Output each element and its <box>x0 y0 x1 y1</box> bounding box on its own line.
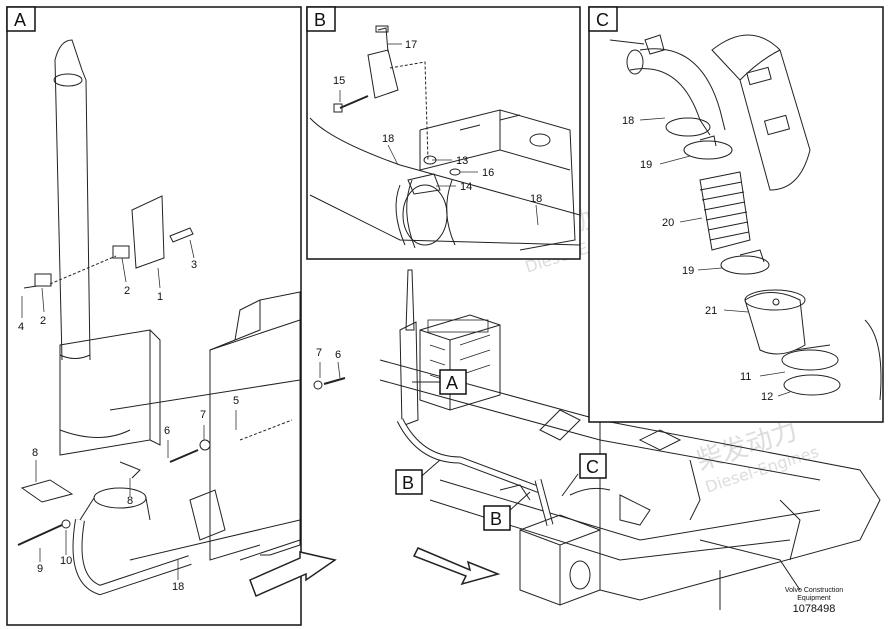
callout-b-upper: B <box>395 459 441 495</box>
callout-b-upper-label: B <box>402 473 414 493</box>
part-label-6: 6 <box>335 349 341 361</box>
panel-c-drawing <box>609 34 882 401</box>
panel-c: C <box>588 6 884 423</box>
part-label-2: 2 <box>40 315 46 327</box>
direction-arrow-overview <box>412 547 501 586</box>
part-label-7: 7 <box>316 347 322 359</box>
part-label-19: 19 <box>682 265 694 277</box>
part-label-1: 1 <box>157 291 163 303</box>
callout-b-lower: B <box>483 491 531 531</box>
part-label-8: 8 <box>127 495 133 507</box>
panel-a-tag: A <box>14 10 26 30</box>
part-label-19: 19 <box>640 159 652 171</box>
part-label-3: 3 <box>191 259 197 271</box>
panel-a-leaders <box>21 239 341 580</box>
callout-a-label: A <box>446 373 458 393</box>
part-label-2: 2 <box>124 285 130 297</box>
panel-b-tag: B <box>314 10 326 30</box>
panel-b: B <box>306 6 581 260</box>
part-label-14: 14 <box>460 181 472 193</box>
drawing-number: 1078498 <box>793 603 836 615</box>
direction-arrow-panel-a <box>249 551 337 598</box>
part-label-16: 16 <box>482 167 494 179</box>
part-label-15: 15 <box>333 75 345 87</box>
part-label-5: 5 <box>233 395 239 407</box>
part-label-18: 18 <box>530 193 542 205</box>
footer: Volvo Construction Equipment 1078498 <box>785 587 843 615</box>
footer-company-line2: Equipment <box>797 595 831 602</box>
watermark-5: 柴发动力 Diesel-Engines <box>693 416 821 497</box>
panel-a: A <box>6 6 346 626</box>
panel-b-drawing <box>309 25 581 251</box>
panel-c-tag: C <box>596 10 609 30</box>
machine-overview <box>379 269 881 610</box>
panel-a-drawing <box>17 39 346 596</box>
part-label-8: 8 <box>32 447 38 459</box>
part-label-6: 6 <box>164 425 170 437</box>
part-label-11: 11 <box>740 371 751 383</box>
part-label-18: 18 <box>382 133 394 145</box>
panel-c-leaders <box>639 117 791 397</box>
part-label-12: 12 <box>761 391 773 403</box>
callout-a: A <box>412 369 467 395</box>
part-label-21: 21 <box>705 305 717 317</box>
panel-b-leaders <box>339 43 539 226</box>
part-label-9: 9 <box>37 563 43 575</box>
callout-c-label: C <box>586 457 599 477</box>
part-label-17: 17 <box>405 39 417 51</box>
part-label-4: 4 <box>18 321 24 333</box>
part-label-18: 18 <box>622 115 634 127</box>
footer-company: Volvo Construction <box>785 587 843 594</box>
part-label-13: 13 <box>456 155 468 167</box>
callout-b-lower-label: B <box>490 509 502 529</box>
part-label-10: 10 <box>60 555 72 567</box>
callout-c: C <box>561 453 607 497</box>
part-label-18: 18 <box>172 581 184 593</box>
part-label-7: 7 <box>200 409 206 421</box>
part-label-20: 20 <box>662 217 674 229</box>
